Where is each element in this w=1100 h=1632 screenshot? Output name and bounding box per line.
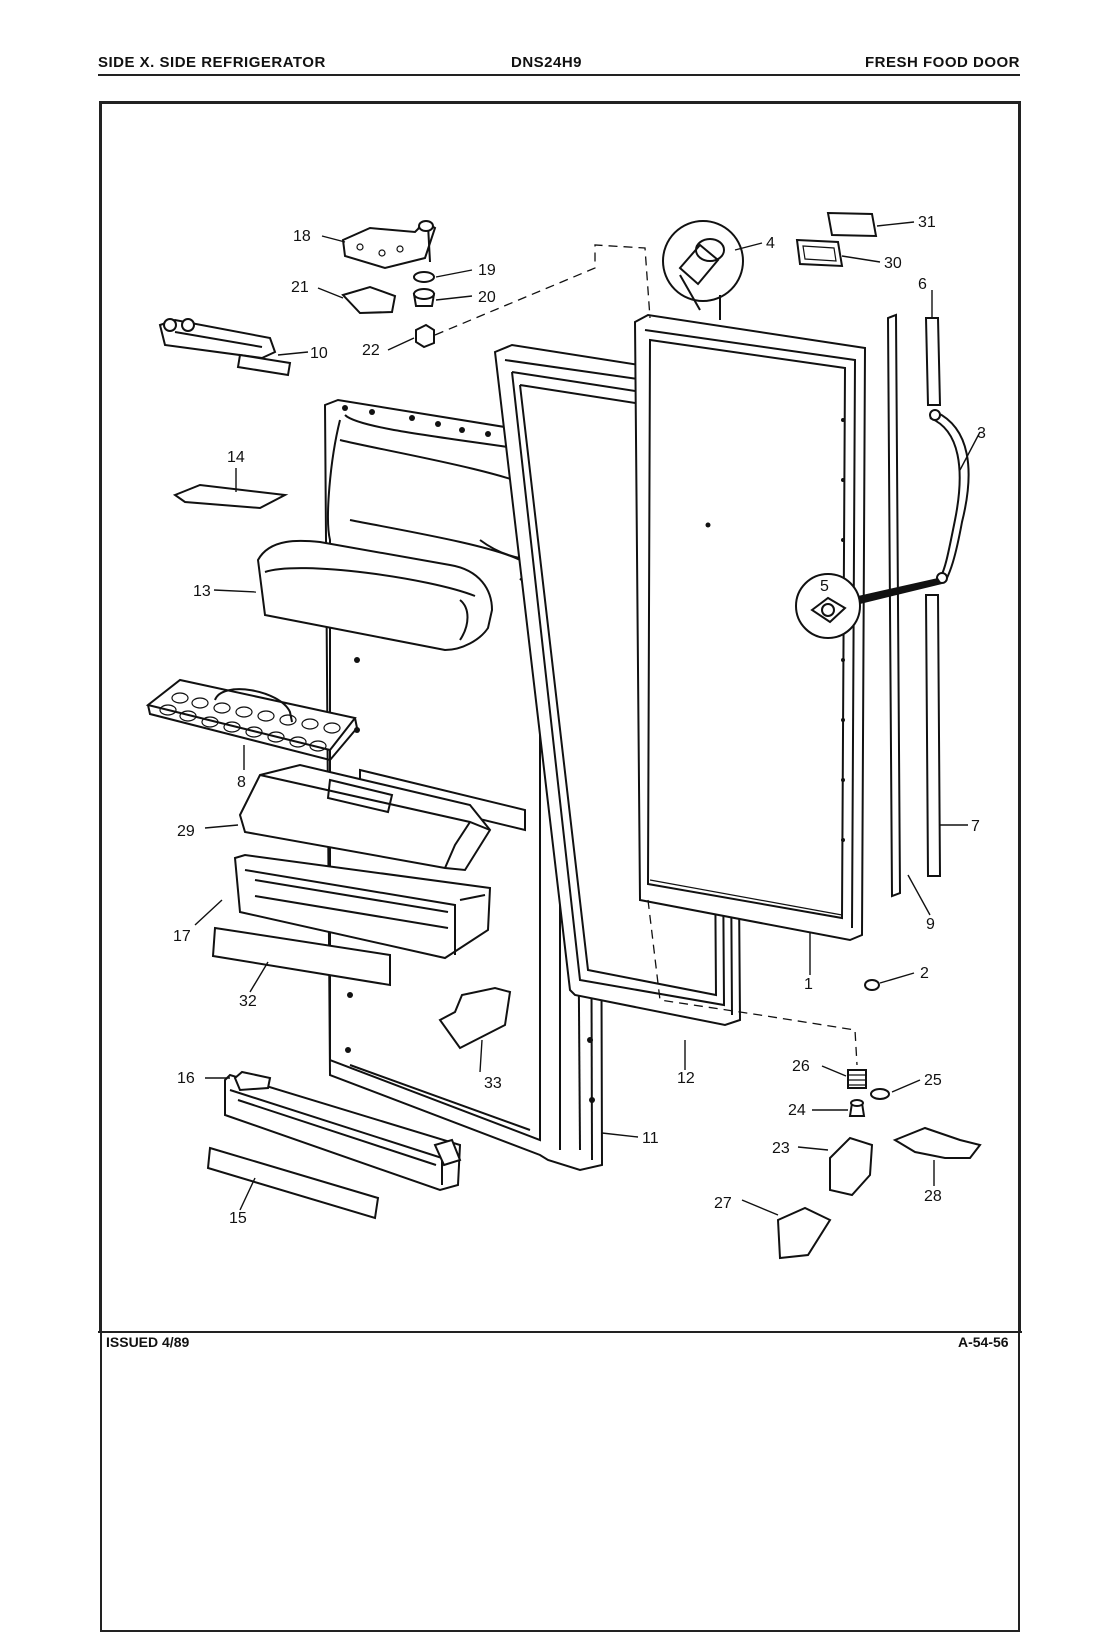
callout-6: 6 [918, 276, 927, 293]
dairy-door-part [256, 539, 494, 652]
retainer-bracket-part [438, 986, 512, 1050]
door-closer-part [158, 318, 292, 377]
header-left-title: SIDE X. SIDE REFRIGERATOR [98, 54, 326, 71]
hinge-plate-part [892, 1126, 982, 1159]
callout-8: 8 [237, 774, 246, 791]
trim-strips-part [886, 313, 942, 898]
callout-9: 9 [926, 916, 935, 933]
callout-5: 5 [820, 578, 829, 595]
dairy-trim-part [211, 926, 391, 987]
hinge-shim-lower-part [776, 1206, 832, 1260]
assembly-line-hinge [434, 244, 651, 336]
callout-21: 21 [291, 279, 309, 296]
hinge-bushings-part [412, 271, 436, 349]
dairy-compartment-part [233, 853, 492, 960]
hinge-shim-part [341, 285, 397, 315]
callout-33: 33 [484, 1075, 502, 1092]
shelf-trim-part [206, 1146, 380, 1220]
header-model-number: DNS24H9 [511, 54, 583, 71]
callout-32: 32 [239, 993, 257, 1010]
callout-11: 11 [642, 1130, 659, 1147]
callout-27: 27 [714, 1195, 732, 1212]
assembly-line-bottom [647, 899, 858, 1066]
door-handle-part [929, 409, 970, 584]
callout-12: 12 [677, 1070, 695, 1087]
callout-4: 4 [766, 235, 775, 252]
nameplate-part [795, 211, 878, 268]
callout-labels: 18 19 20 21 22 10 4 30 31 6 3 5 14 13 8 … [173, 214, 986, 1227]
outer-door-panel-part [633, 313, 867, 942]
handle-mount-detail [795, 573, 942, 639]
callout-28: 28 [924, 1188, 942, 1205]
handle-plug-detail [662, 220, 744, 320]
upper-hinge-part [341, 220, 437, 270]
lower-hinge-bracket-part [829, 1136, 874, 1197]
footer-code: A-54-56 [958, 1334, 1009, 1350]
callout-7: 7 [971, 818, 980, 835]
callout-3: 3 [977, 425, 986, 442]
lower-hinge-hardware [847, 1069, 890, 1117]
callout-10: 10 [310, 345, 328, 362]
callout-19: 19 [478, 262, 496, 279]
bottom-shelf-part [224, 1070, 462, 1192]
callout-14: 14 [227, 449, 245, 466]
flap-part [172, 483, 289, 510]
plug-part [864, 979, 880, 991]
footer-issued: ISSUED 4/89 [106, 1334, 190, 1350]
callout-17: 17 [173, 928, 191, 945]
callout-30: 30 [884, 255, 902, 272]
parts-diagram: 18 19 20 21 22 10 4 30 31 6 3 5 14 13 8 … [98, 101, 1022, 1333]
callout-20: 20 [478, 289, 496, 306]
callout-23: 23 [772, 1140, 790, 1157]
callout-1: 1 [804, 976, 813, 993]
callout-16: 16 [177, 1070, 195, 1087]
dairy-cover-part [238, 763, 492, 872]
callout-29: 29 [177, 823, 195, 840]
callout-25: 25 [924, 1072, 942, 1089]
leader-lines [194, 221, 981, 1216]
header-section-title: FRESH FOOD DOOR [864, 54, 1020, 71]
callout-15: 15 [229, 1210, 247, 1227]
callout-24: 24 [788, 1102, 806, 1119]
callout-22: 22 [362, 342, 380, 359]
callout-31: 31 [918, 214, 936, 231]
callout-26: 26 [792, 1058, 810, 1075]
header-rule [98, 74, 1020, 76]
callout-2: 2 [920, 965, 929, 982]
callout-18: 18 [293, 228, 311, 245]
egg-tray-part [145, 678, 359, 762]
callout-13: 13 [193, 583, 211, 600]
